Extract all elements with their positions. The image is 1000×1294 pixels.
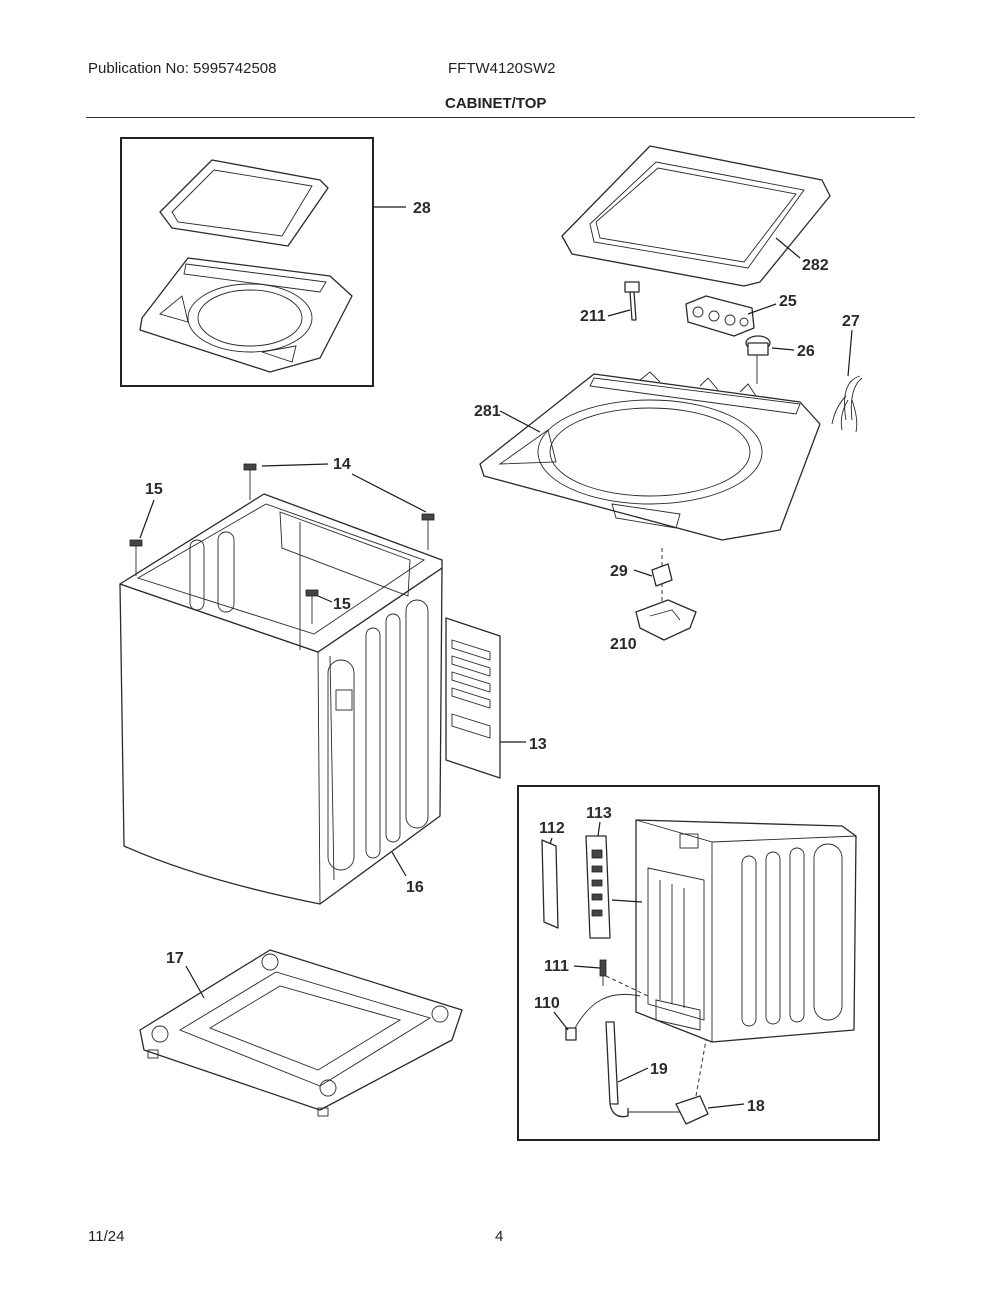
bracket-210: [635, 599, 697, 641]
top-inset-drawing: [139, 257, 353, 373]
header-rule: [86, 117, 915, 118]
callout-113: 113: [586, 805, 612, 822]
base-17: [139, 949, 463, 1117]
callout-15-right: 15: [333, 596, 351, 613]
callout-26: 26: [797, 343, 815, 360]
callout-29: 29: [610, 563, 628, 580]
publication-number: Publication No: 5995742508: [88, 60, 277, 77]
callout-17: 17: [166, 950, 184, 967]
callout-28: 28: [413, 200, 431, 217]
callout-13: 13: [529, 736, 547, 753]
callout-25: 25: [779, 293, 797, 310]
cabinet-rear-drawing: [635, 819, 857, 1043]
valve-25: [685, 295, 755, 337]
top-281: [479, 371, 821, 541]
rear-view-inset: [517, 785, 880, 1141]
screw-15a: [129, 539, 143, 576]
shield-112: [541, 839, 559, 929]
callout-210: 210: [610, 636, 637, 653]
assembly-28-inset: [120, 137, 374, 387]
screw-14b: [421, 513, 435, 550]
callout-282: 282: [802, 257, 829, 274]
wire-110: [565, 993, 641, 1041]
switch-29: [651, 563, 673, 587]
cabinet-16: [119, 493, 443, 905]
callout-18: 18: [747, 1098, 765, 1115]
screw-15b: [305, 589, 319, 624]
callout-111: 111: [544, 958, 569, 975]
callout-110: 110: [534, 995, 560, 1012]
page-number: 4: [495, 1228, 504, 1245]
lid-inset-drawing: [159, 159, 329, 247]
callout-27: 27: [842, 313, 860, 330]
callout-16: 16: [406, 879, 424, 896]
footer-date: 11/24: [88, 1228, 125, 1245]
callout-112: 112: [539, 820, 565, 837]
hose-18: [675, 1039, 709, 1125]
panel-13: [445, 617, 501, 779]
callout-19: 19: [650, 1061, 668, 1078]
control-board-113: [585, 835, 611, 939]
harness-27: [831, 375, 863, 433]
callout-14: 14: [333, 456, 351, 473]
callout-15-left: 15: [145, 481, 163, 498]
model-number: FFTW4120SW2: [448, 60, 556, 77]
hinge-211: [624, 281, 640, 321]
hose-19: [605, 1021, 680, 1118]
callout-211: 211: [580, 308, 606, 325]
switch-26: [745, 335, 771, 384]
screw-14a: [243, 463, 257, 500]
callout-281: 281: [474, 403, 501, 420]
lid-282: [561, 145, 831, 287]
section-title: CABINET/TOP: [445, 95, 547, 112]
fuse-111: [599, 959, 607, 986]
